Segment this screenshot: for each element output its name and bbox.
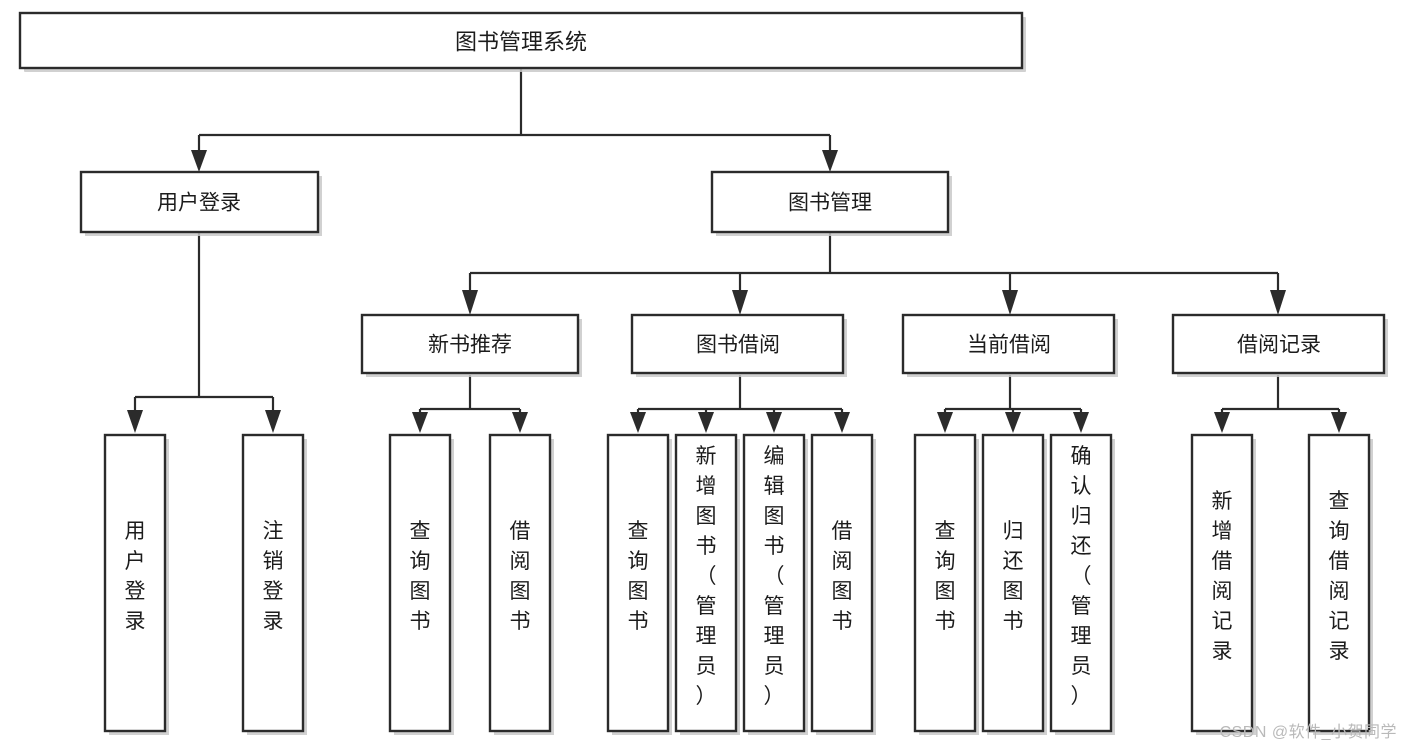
node-current-borrow[interactable]: 当前借阅 [901,313,1118,377]
leaf-logout-box[interactable] [241,433,305,733]
leaf-return-book-label: 归还图书 [1003,520,1024,633]
new-book-recommend-label: 新书推荐 [428,334,512,357]
arrow-user-login [191,150,207,172]
node-book-manage[interactable]: 图书管理 [710,170,952,236]
arrow-leaf-add-record [1214,412,1230,433]
book-manage-box[interactable] [710,170,950,234]
arrow-leaf-query-book-2 [630,412,646,433]
leaf-add-book-box[interactable] [674,433,738,733]
arrow-new-book-recommend [462,290,478,315]
leaf-add-record[interactable]: 新增借阅记录 [1190,433,1256,735]
arrow-book-borrow [732,290,748,315]
leaf-add-record-label: 新增借阅记录 [1212,490,1233,663]
root-label: 图书管理系统 [455,30,587,55]
leaf-query-book-2-box[interactable] [606,433,670,733]
arrow-leaf-return-book [1005,412,1021,433]
leaf-borrow-book-1-box[interactable] [488,433,552,733]
user-login-box[interactable] [79,170,320,234]
current-borrow-box[interactable] [901,313,1116,375]
leaf-query-book-2[interactable]: 查询图书 [606,433,672,735]
current-borrow-label: 当前借阅 [967,334,1051,357]
book-borrow-label: 图书借阅 [696,334,780,357]
leaf-return-book-box[interactable] [981,433,1045,733]
arrow-leaf-user-login [127,410,143,433]
leaf-return-book[interactable]: 归还图书 [981,433,1047,735]
new-book-recommend-box[interactable] [360,313,580,375]
node-borrow-record[interactable]: 借阅记录 [1171,313,1388,377]
leaf-borrow-book-1-label: 借阅图书 [510,520,531,633]
book-manage-label: 图书管理 [788,192,872,215]
arrow-current-borrow [1002,290,1018,315]
node-book-borrow[interactable]: 图书借阅 [630,313,847,377]
leaf-confirm-return-box[interactable] [1049,433,1113,733]
leaf-logout-label: 注销登录 [263,520,284,633]
root-box[interactable] [18,11,1024,70]
arrow-leaf-borrow-book-1 [512,412,528,433]
user-login-label: 用户登录 [157,192,241,215]
leaf-user-login[interactable]: 用户登录 [103,433,169,735]
leaf-logout[interactable]: 注销登录 [241,433,307,735]
arrow-leaf-add-book [698,412,714,433]
arrow-borrow-record [1270,290,1286,315]
leaf-query-book-3[interactable]: 查询图书 [913,433,979,735]
leaf-user-login-box[interactable] [103,433,167,733]
connector-layer [127,68,1347,433]
leaf-edit-book-label: 编辑图书（管理员） [764,445,785,708]
arrow-leaf-borrow-book-2 [834,412,850,433]
leaf-borrow-book-2-box[interactable] [810,433,874,733]
leaf-borrow-book-1[interactable]: 借阅图书 [488,433,554,735]
leaf-add-book[interactable]: 新增图书（管理员） [674,433,740,735]
leaf-query-record[interactable]: 查询借阅记录 [1307,433,1373,735]
leaf-query-book-1-label: 查询图书 [410,520,431,633]
book-borrow-box[interactable] [630,313,845,375]
arrow-leaf-confirm-return [1073,412,1089,433]
leaf-edit-book-box[interactable] [742,433,806,733]
leaf-query-book-1-box[interactable] [388,433,452,733]
borrow-record-box[interactable] [1171,313,1386,375]
borrow-record-label: 借阅记录 [1237,334,1321,357]
node-root[interactable]: 图书管理系统 [18,11,1026,72]
leaf-confirm-return-label: 确认归还（管理员） [1071,445,1092,708]
leaf-query-record-box[interactable] [1307,433,1371,733]
node-user-login[interactable]: 用户登录 [79,170,322,236]
arrow-leaf-query-book-3 [937,412,953,433]
arrow-leaf-query-book-1 [412,412,428,433]
arrow-leaf-edit-book [766,412,782,433]
leaf-edit-book[interactable]: 编辑图书（管理员） [742,433,808,735]
leaf-query-book-2-label: 查询图书 [628,520,649,633]
leaf-borrow-book-2-label: 借阅图书 [832,520,853,633]
arrow-book-manage [822,150,838,172]
arrow-leaf-query-record [1331,412,1347,433]
leaf-query-book-3-label: 查询图书 [935,520,956,633]
leaf-user-login-label: 用户登录 [125,520,146,633]
node-new-book-recommend[interactable]: 新书推荐 [360,313,582,377]
leaf-query-book-3-box[interactable] [913,433,977,733]
leaf-query-record-label: 查询借阅记录 [1329,490,1350,663]
arrow-leaf-logout [265,410,281,433]
leaf-add-record-box[interactable] [1190,433,1254,733]
leaf-borrow-book-2[interactable]: 借阅图书 [810,433,876,735]
leaf-query-book-1[interactable]: 查询图书 [388,433,454,735]
csdn-watermark: CSDN @软件_小贺同学 [1219,724,1397,741]
leaf-add-book-label: 新增图书（管理员） [696,445,717,708]
leaf-confirm-return[interactable]: 确认归还（管理员） [1049,433,1115,735]
